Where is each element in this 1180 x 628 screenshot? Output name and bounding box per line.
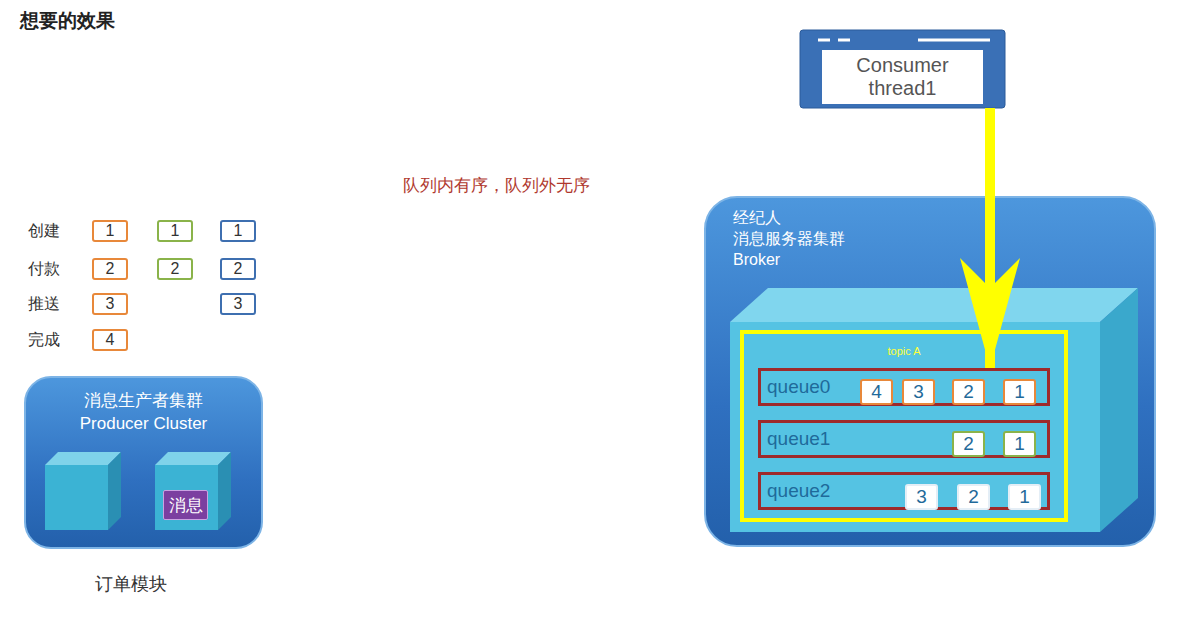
node-text: 消息生产者集群 Producer Cluster <box>64 389 224 435</box>
step-label: 完成 <box>28 330 60 351</box>
node-text: Consumer thread1 <box>838 54 968 100</box>
consumer-box: Consumer thread1 <box>800 30 1005 108</box>
label-slot: 创建 <box>28 221 60 242</box>
number-box: 3 <box>902 379 935 405</box>
step-label: 创建 <box>28 221 60 242</box>
title: 想要的效果 <box>20 8 115 34</box>
number-box: 2 <box>952 379 985 405</box>
number-box: 1 <box>1003 379 1036 405</box>
step-number: 1 <box>1019 485 1030 509</box>
consumer-window <box>800 30 1005 108</box>
number-box: 3 <box>220 293 256 315</box>
number-box: 2 <box>957 484 990 510</box>
title-slot: 想要的效果 <box>20 8 115 34</box>
note-text: 队列内有序，队列外无序 <box>403 174 590 197</box>
step-number: 1 <box>171 222 180 240</box>
step-number: 1 <box>1014 380 1025 404</box>
node-text: queue1 <box>767 427 830 451</box>
step-label: 付款 <box>28 259 60 280</box>
node-text: topic A <box>887 341 920 362</box>
broker-cube <box>730 288 1138 532</box>
queue-box: queue2 3 2 1 <box>758 472 1050 510</box>
step-label: 推送 <box>28 294 60 315</box>
message-box: 消息 <box>163 490 208 520</box>
number-box: 4 <box>92 329 128 351</box>
step-number: 1 <box>106 222 115 240</box>
producer-cluster: 消息生产者集群 Producer Cluster 消息 <box>25 377 262 548</box>
number-box: 2 <box>157 258 193 280</box>
step-number: 3 <box>913 380 924 404</box>
label-slot: 订单模块 <box>95 572 167 596</box>
producer-panel <box>25 377 262 548</box>
node-text: 消息 <box>169 494 203 517</box>
number-box: 2 <box>92 258 128 280</box>
module-caption: 订单模块 <box>95 572 167 596</box>
number-box: 3 <box>905 484 938 510</box>
broker-panel <box>705 197 1155 546</box>
number-box: 1 <box>1003 431 1036 457</box>
label-slot: 推送 <box>28 294 60 315</box>
number-box: 2 <box>220 258 256 280</box>
step-number: 3 <box>234 295 243 313</box>
consumer-arrow <box>985 108 995 368</box>
node-text: queue2 <box>767 479 830 503</box>
number-box: 3 <box>92 293 128 315</box>
node-text: 经纪人 消息服务器集群 Broker <box>733 207 858 270</box>
label-slot: 队列内有序，队列外无序 <box>403 174 590 197</box>
label-slot: 完成 <box>28 330 60 351</box>
step-number: 2 <box>106 260 115 278</box>
number-box: 1 <box>1008 484 1041 510</box>
queue-box: queue1 2 1 <box>758 420 1050 458</box>
server-cube <box>155 452 231 530</box>
step-number: 2 <box>963 432 974 456</box>
step-number: 3 <box>916 485 927 509</box>
number-box: 2 <box>952 431 985 457</box>
node-text: queue0 <box>767 375 830 399</box>
step-number: 2 <box>968 485 979 509</box>
step-number: 2 <box>171 260 180 278</box>
topic-box: topic A queue0 4 3 2 1 queue1 2 1 queue2 3 2 1 <box>740 330 1068 522</box>
step-number: 1 <box>1014 432 1025 456</box>
number-box: 1 <box>92 220 128 242</box>
broker-cluster: 经纪人 消息服务器集群 Brokertopic Aqueue04321queue… <box>705 197 1155 546</box>
step-number: 4 <box>871 380 882 404</box>
step-number: 3 <box>106 295 115 313</box>
step-number: 2 <box>234 260 243 278</box>
step-number: 2 <box>963 380 974 404</box>
server-cube <box>45 452 121 530</box>
label-slot: 付款 <box>28 259 60 280</box>
number-box: 1 <box>157 220 193 242</box>
number-box: 4 <box>860 379 893 405</box>
step-number: 4 <box>106 331 115 349</box>
number-box: 1 <box>220 220 256 242</box>
queue-box: queue0 4 3 2 1 <box>758 368 1050 406</box>
step-number: 1 <box>234 222 243 240</box>
